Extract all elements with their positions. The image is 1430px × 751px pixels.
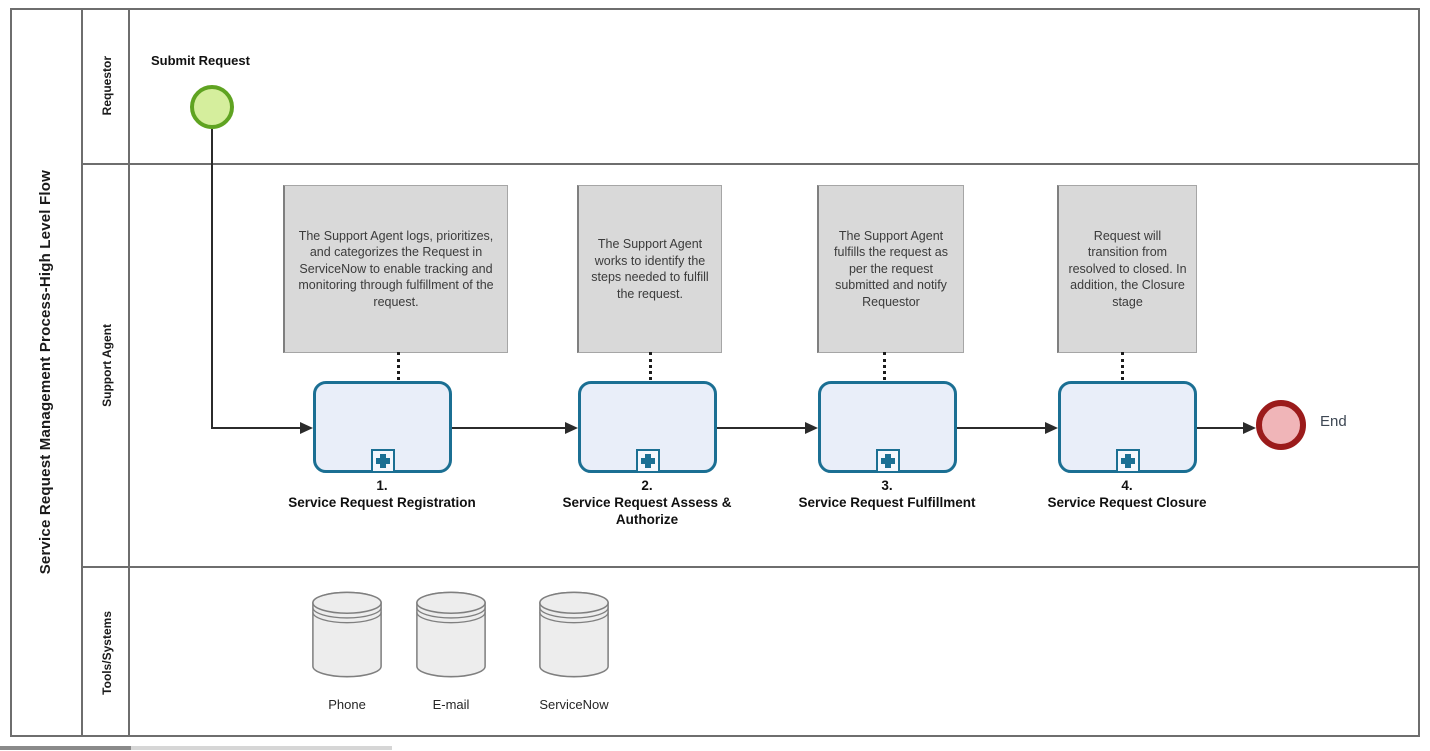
flow-start-vertical xyxy=(211,129,213,428)
subprocess-plus-icon xyxy=(635,449,660,473)
arrowhead-task4 xyxy=(1045,422,1058,434)
end-event-label: End xyxy=(1320,413,1347,430)
association-dotted-1 xyxy=(397,352,400,380)
horizontal-scrollbar-thumb[interactable] xyxy=(0,746,131,750)
lane-requestor-label: Requestor xyxy=(99,55,114,116)
subprocess-plus-icon xyxy=(875,449,900,473)
association-dotted-3 xyxy=(883,352,886,380)
arrowhead-task1 xyxy=(300,422,313,434)
task3-label: 3. Service Request Fulfillment xyxy=(782,478,992,512)
task-service-request-registration xyxy=(313,381,452,473)
pool-title: Service Request Management Process-High … xyxy=(37,170,54,575)
datastore-servicenow-label: ServiceNow xyxy=(539,697,609,712)
end-event-icon xyxy=(1256,400,1306,450)
datastore-email-label: E-mail xyxy=(432,697,470,712)
lane-divider-2 xyxy=(83,566,1420,568)
task2-number: 2. xyxy=(641,478,653,493)
task4-label: 4. Service Request Closure xyxy=(1022,478,1232,512)
subprocess-plus-icon xyxy=(1115,449,1140,473)
task3-name: Service Request Fulfillment xyxy=(798,494,976,510)
annotation-registration: The Support Agent logs, prioritizes, and… xyxy=(283,185,508,353)
arrowhead-task2 xyxy=(565,422,578,434)
task4-number: 4. xyxy=(1121,478,1133,493)
task2-name: Service Request Assess & Authorize xyxy=(562,494,732,527)
lane-support-agent-label: Support Agent xyxy=(99,324,114,407)
lane-support-agent: Support Agent xyxy=(83,165,130,566)
task2-label: 2. Service Request Assess & Authorize xyxy=(542,478,752,529)
datastore-servicenow-icon xyxy=(538,590,610,685)
lane-requestor: Requestor xyxy=(83,8,130,163)
datastore-email-icon xyxy=(415,590,487,685)
annotation-assess: The Support Agent works to identify the … xyxy=(577,185,722,353)
association-dotted-4 xyxy=(1121,352,1124,380)
task4-name: Service Request Closure xyxy=(1047,494,1207,510)
flow-task4-end xyxy=(1197,427,1244,429)
arrowhead-task3 xyxy=(805,422,818,434)
task-service-request-assess-authorize xyxy=(578,381,717,473)
annotation-closure: Request will transition from resolved to… xyxy=(1057,185,1197,353)
start-event-label: Submit Request xyxy=(151,53,250,68)
flow-task3-task4 xyxy=(957,427,1046,429)
annotation-fulfillment-text: The Support Agent fulfills the request a… xyxy=(834,228,948,309)
arrowhead-end xyxy=(1243,422,1256,434)
task-service-request-closure xyxy=(1058,381,1197,473)
lane-tools-systems-label: Tools/Systems xyxy=(99,610,114,695)
flow-task1-task2 xyxy=(452,427,566,429)
process-pool xyxy=(10,8,1420,737)
start-event-icon xyxy=(190,85,234,129)
datastore-phone-label: Phone xyxy=(328,697,366,712)
subprocess-plus-icon xyxy=(370,449,395,473)
annotation-registration-text: The Support Agent logs, prioritizes, and… xyxy=(298,228,494,309)
datastore-phone-icon xyxy=(311,590,383,685)
task1-name: Service Request Registration xyxy=(288,494,476,510)
annotation-closure-text: Request will transition from resolved to… xyxy=(1068,228,1187,309)
annotation-assess-text: The Support Agent works to identify the … xyxy=(591,237,709,301)
annotation-fulfillment: The Support Agent fulfills the request a… xyxy=(817,185,964,353)
task-service-request-fulfillment xyxy=(818,381,957,473)
task1-number: 1. xyxy=(376,478,388,493)
lane-tools-systems: Tools/Systems xyxy=(83,568,130,737)
flow-task2-task3 xyxy=(717,427,806,429)
pool-title-cell: Service Request Management Process-High … xyxy=(10,8,83,737)
task3-number: 3. xyxy=(881,478,893,493)
horizontal-scrollbar-track[interactable] xyxy=(0,746,392,750)
flow-start-to-task1 xyxy=(211,427,301,429)
association-dotted-2 xyxy=(649,352,652,380)
lane-label-column xyxy=(83,8,130,737)
lane-divider-1 xyxy=(83,163,1420,165)
task1-label: 1. Service Request Registration xyxy=(277,478,487,512)
